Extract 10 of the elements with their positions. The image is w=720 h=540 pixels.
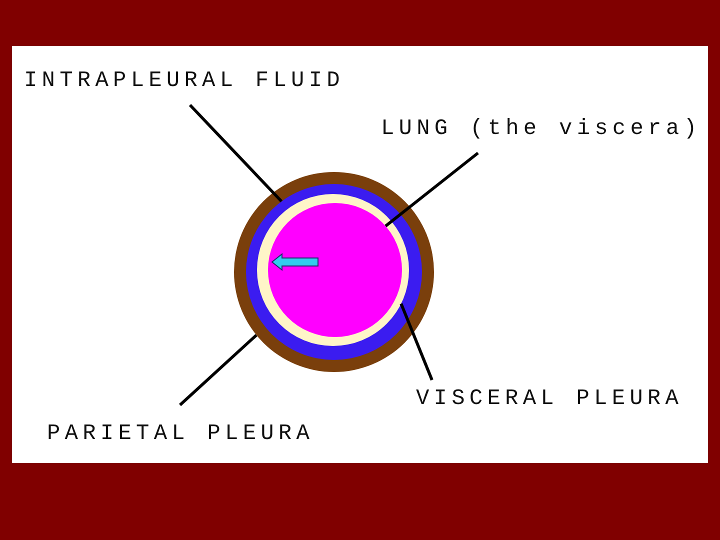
leader-line	[188, 104, 283, 202]
leader-line	[400, 303, 434, 381]
part-label: VISCERAL PLEURA	[416, 387, 684, 411]
leader-line	[178, 334, 258, 406]
leader-line	[384, 152, 479, 228]
thin-ring	[257, 194, 409, 346]
part-label: LUNG (the viscera)	[381, 117, 702, 141]
lung-circle	[268, 203, 402, 337]
part-label: INTRAPLEURAL FLUID	[24, 69, 344, 93]
part-label: PARIETAL PLEURA	[47, 422, 314, 446]
